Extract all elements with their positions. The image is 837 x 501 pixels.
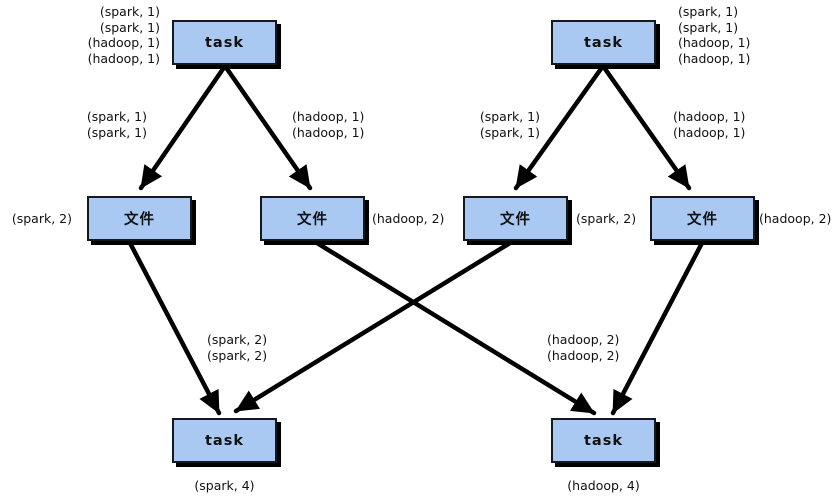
annotation-edge-trtask-file4: (hadoop, 1) (hadoop, 1) [673,109,746,140]
annotation-edge-tltask-file2: (hadoop, 1) (hadoop, 1) [292,109,365,140]
annotation-edge-trtask-file3: (spark, 1) (spark, 1) [479,109,540,140]
annotation-top-right-input-stack: (spark, 1) (spark, 1) (hadoop, 1) (hadoo… [678,4,751,66]
annotation-file4-value: (hadoop, 2) [759,211,832,226]
arrow-file4-to-brtask [610,240,705,416]
annotation-edges-to-bottom-left-task: (spark, 2) (spark, 2) [207,332,268,363]
node-task-bottom-right: task [551,418,656,463]
arrow-file2-to-brtask [314,240,597,416]
arrow-file3-to-bltask [233,240,513,414]
annotation-edge-tltask-file1: (spark, 1) (spark, 1) [86,109,147,140]
annotation-file3-value: (spark, 2) [576,211,637,226]
node-file-3: 文件 [463,196,568,241]
node-file-4: 文件 [650,196,755,241]
arrow-file1-to-bltask [127,240,222,416]
annotation-bottom-right-task-output: (hadoop, 4) [567,478,640,493]
annotation-bottom-left-task-output: (spark, 4) [194,478,255,493]
node-file-2: 文件 [260,196,365,241]
arrow-tltask-to-file1 [138,63,228,191]
node-task-top-left: task [172,20,277,65]
node-task-bottom-left: task [172,418,277,463]
annotation-edges-to-bottom-right-task: (hadoop, 2) (hadoop, 2) [547,332,620,363]
annotation-file2-value: (hadoop, 2) [372,211,445,226]
annotation-file1-value: (spark, 2) [11,211,72,226]
node-task-top-right: task [551,20,656,65]
node-file-1: 文件 [87,196,192,241]
annotation-top-left-input-stack: (spark, 1) (spark, 1) (hadoop, 1) (hadoo… [87,4,160,66]
